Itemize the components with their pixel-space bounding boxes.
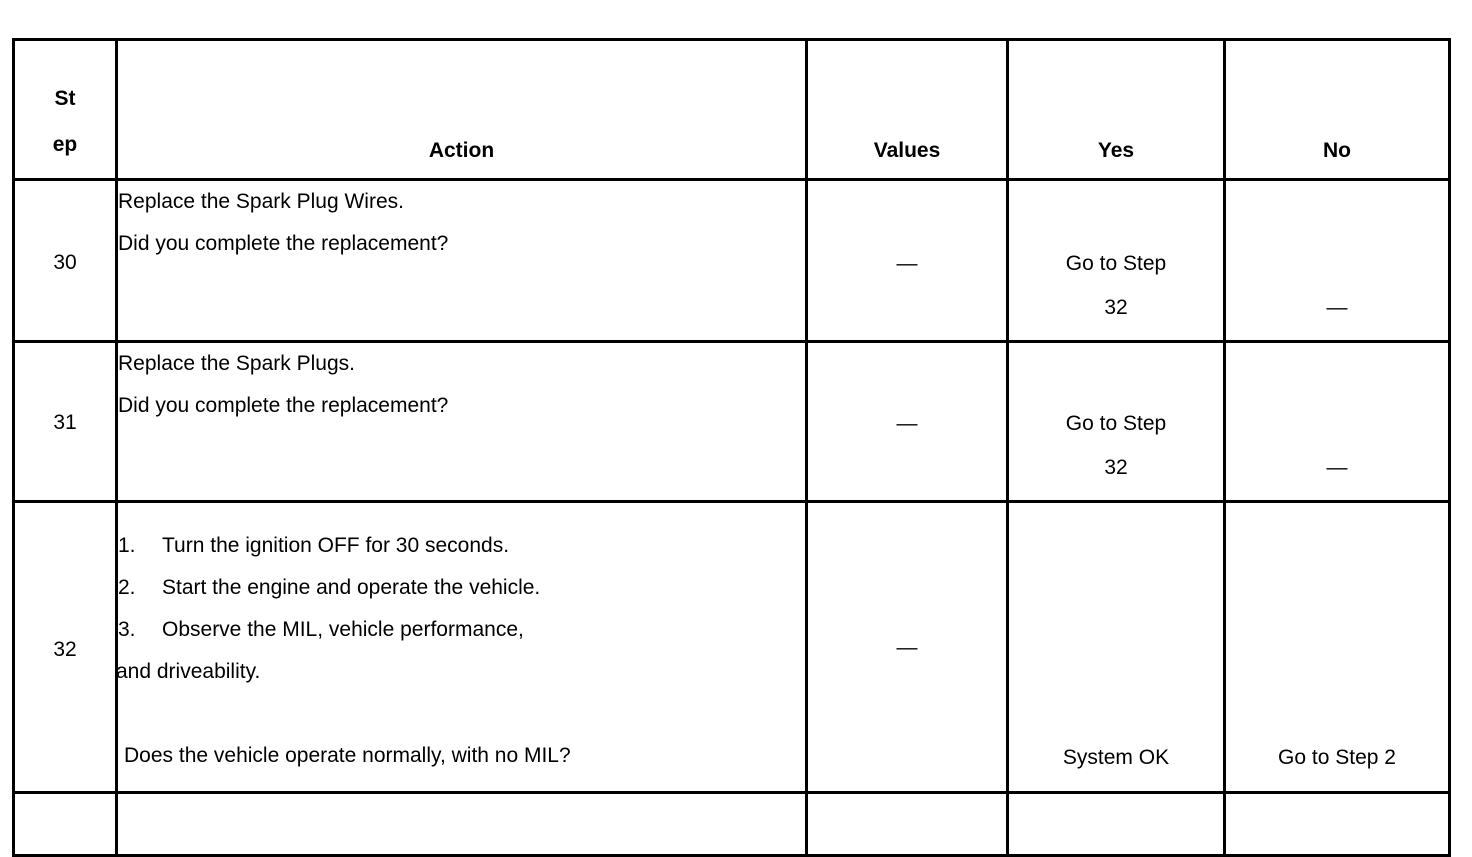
step-number: 32 [53,638,77,661]
no-cell-partial [1223,791,1451,857]
list-item: 1. Turn the ignition OFF for 30 seconds. [118,525,805,567]
yes-cell: Go to Step 32 [1006,340,1226,503]
yes-cell: Go to Step 32 [1006,178,1226,343]
column-header-values: Values [805,38,1009,181]
diagnostic-procedure-table: St ep Action Values Yes No 30 Replace th… [12,38,1451,857]
no-cell: — [1223,340,1451,503]
table-row: 32 1. Turn the ignition OFF for 30 second… [12,500,1451,794]
values-cell: — [805,340,1009,503]
values-text: — [896,252,918,275]
step-number-cell: 31 [12,340,118,503]
action-question: Does the vehicle operate normally, with … [124,744,571,767]
list-text: Start the engine and operate the vehicle… [162,576,541,599]
list-continuation-line: and driveability. [116,660,261,683]
yes-text: System OK [1062,746,1170,769]
values-cell-partial [805,791,1009,857]
list-marker: 1. [118,534,136,557]
step-number-cell: 30 [12,178,118,343]
column-header-yes-label: Yes [1097,139,1135,162]
step-number-cell-partial [12,791,118,857]
no-text: — [1326,456,1348,479]
yes-cell-partial [1006,791,1226,857]
column-header-yes: Yes [1006,38,1226,181]
column-header-step: St ep [12,38,118,181]
values-cell: — [805,178,1009,343]
step-number: 31 [53,411,77,434]
action-line: Did you complete the replacement? [118,394,449,417]
list-marker: 2. [118,576,136,599]
column-header-no-label: No [1323,139,1351,162]
list-text: Turn the ignition OFF for 30 seconds. [162,534,510,557]
no-cell: — [1223,178,1451,343]
action-line: Did you complete the replacement? [118,232,449,255]
table-row: 31 Replace the Spark Plugs. Did you comp… [12,340,1451,503]
action-cell: 1.Turn the ignition OFF for 30 seconds. … [115,500,808,794]
yes-text-line-1: Go to Step [1065,252,1167,275]
action-cell-partial [115,791,808,857]
table-row: 30 Replace the Spark Plug Wires. Did you… [12,178,1451,343]
values-text: — [896,636,918,659]
action-line: Replace the Spark Plugs. [118,352,355,375]
yes-text-line-2: 32 [1104,456,1128,479]
yes-text: Go to Step 32 [1009,249,1223,323]
action-cell: Replace the Spark Plug Wires. Did you co… [115,178,808,343]
step-number-cell: 32 [12,500,118,794]
header-step-line-1: St [54,87,76,110]
yes-text: Go to Step 32 [1009,409,1223,483]
table-row-partial [12,791,1451,857]
list-text: Observe the MIL, vehicle performance, [162,618,524,641]
step-number: 30 [53,251,77,274]
no-cell: Go to Step 2 [1223,500,1451,794]
list-marker: 3. [118,618,136,641]
yes-text-line-1: Go to Step [1065,412,1167,435]
action-cell: Replace the Spark Plugs. Did you complet… [115,340,808,503]
numbered-list: 1.Turn the ignition OFF for 30 seconds. … [118,525,805,651]
column-header-action-label: Action [428,139,495,162]
no-text: Go to Step 2 [1278,746,1396,769]
column-header-action: Action [115,38,808,181]
blank-line [118,693,805,735]
values-cell: — [805,500,1009,794]
column-header-no: No [1223,38,1451,181]
action-line: Replace the Spark Plug Wires. [118,190,404,213]
values-text: — [896,412,918,435]
table-header-row: St ep Action Values Yes No [12,38,1451,181]
no-text: — [1326,296,1348,319]
list-item: 3. Observe the MIL, vehicle performance, [118,609,805,651]
column-header-values-label: Values [873,139,941,162]
list-item: 2. Start the engine and operate the vehic… [118,567,805,609]
yes-text-line-2: 32 [1104,296,1128,319]
yes-cell: System OK [1006,500,1226,794]
header-step-line-2: ep [52,133,78,156]
column-header-step-label: St ep [15,76,115,168]
